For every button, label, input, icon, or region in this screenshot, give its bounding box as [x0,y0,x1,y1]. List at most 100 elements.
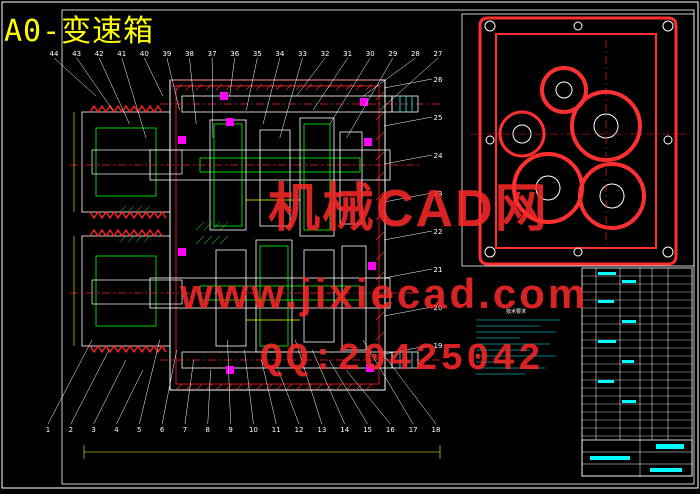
dimension-lines [73,112,441,459]
leader-line [93,359,127,425]
leader-line [121,57,147,139]
leader-line [262,57,281,125]
leader-line [383,154,433,165]
leader-line [207,369,211,425]
part-number-label: 28 [411,50,420,58]
part-number-label: 30 [366,50,375,58]
part-number-label: 36 [230,50,239,58]
part-number-label: 14 [340,426,349,434]
part-number-label: 21 [434,266,443,274]
part-number-label: 10 [249,426,258,434]
leader-line [383,78,433,89]
part-number-label: 3 [91,426,95,434]
leader-line [139,339,161,425]
leader-line [379,349,437,425]
leader-line [329,57,371,125]
part-number-label: 31 [343,50,352,58]
leader-line [189,57,197,125]
part-number-label: 4 [114,426,119,434]
part-number-label: 35 [253,50,262,58]
leader-line [383,230,433,241]
part-number-label: 38 [185,50,194,58]
leader-line [328,359,368,425]
leader-line [296,57,326,97]
part-number-label: 1 [46,426,50,434]
part-number-label: 34 [275,50,284,58]
leader-line [346,57,394,139]
leader-line [161,349,177,425]
leader-line [70,349,110,425]
leader-line [76,57,113,111]
part-number-label: 7 [183,426,187,434]
leader-line [345,369,391,425]
parts-list [581,267,693,477]
part-number-label: 39 [162,50,171,58]
side-view-gears [470,40,690,250]
gears [209,117,367,353]
leader-line [244,349,254,425]
part-number-label: 11 [272,426,281,434]
leader-line [261,359,277,425]
part-number-label: 43 [72,50,81,58]
shafts [70,95,440,369]
main-section-view [70,79,441,459]
leader-line [379,57,439,111]
side-view [461,13,695,267]
part-number-label: 23 [434,190,443,198]
leader-line [383,116,433,127]
leader-line [211,57,214,139]
leader-line [383,192,433,203]
lower-pulley [81,228,183,354]
leader-line [98,57,130,125]
part-number-label: 12 [295,426,304,434]
part-number-label: 41 [117,50,126,58]
part-number-label: 32 [321,50,330,58]
part-number-label: 22 [434,228,443,236]
leader-line [363,57,416,97]
part-number-label: 42 [95,50,104,58]
leader-line [312,349,345,425]
housing-hatch [170,79,385,391]
part-number-label: 8 [206,426,210,434]
part-number-label: 17 [409,426,418,434]
part-number-label: 33 [298,50,307,58]
leader-line [383,306,433,317]
leader-line [362,339,414,425]
part-number-label: 6 [160,426,165,434]
leader-line [47,339,93,425]
part-number-label: 26 [434,76,443,84]
leader-line [53,57,97,97]
part-number-label: 18 [432,426,441,434]
leader-line [278,369,300,425]
leader-line [279,57,303,139]
leader-line [295,339,323,425]
leader-line [184,359,194,425]
leader-line [383,344,433,355]
part-number-label: 44 [50,50,59,58]
title-block [581,439,693,477]
leader-line [246,57,258,111]
bearings [178,92,376,374]
part-number-label: 5 [137,426,141,434]
part-number-label: 13 [317,426,326,434]
leader-line [227,339,231,425]
leader-line [383,268,433,279]
part-number-label: 16 [386,426,395,434]
technical-notes: 技术要求 [476,308,560,375]
part-number-label: 15 [363,426,372,434]
leader-line [229,57,235,97]
watermark-url: www.jixiecad.com [180,270,589,317]
leader-lines [47,57,439,425]
upper-pulley [81,104,183,220]
part-number-label: 2 [69,426,73,434]
watermark-qq: QQ:20425042 [260,338,544,381]
cover-hatch [119,205,229,245]
leader-line [116,369,144,425]
part-number-label: 37 [208,50,217,58]
part-number-label: 29 [388,50,397,58]
